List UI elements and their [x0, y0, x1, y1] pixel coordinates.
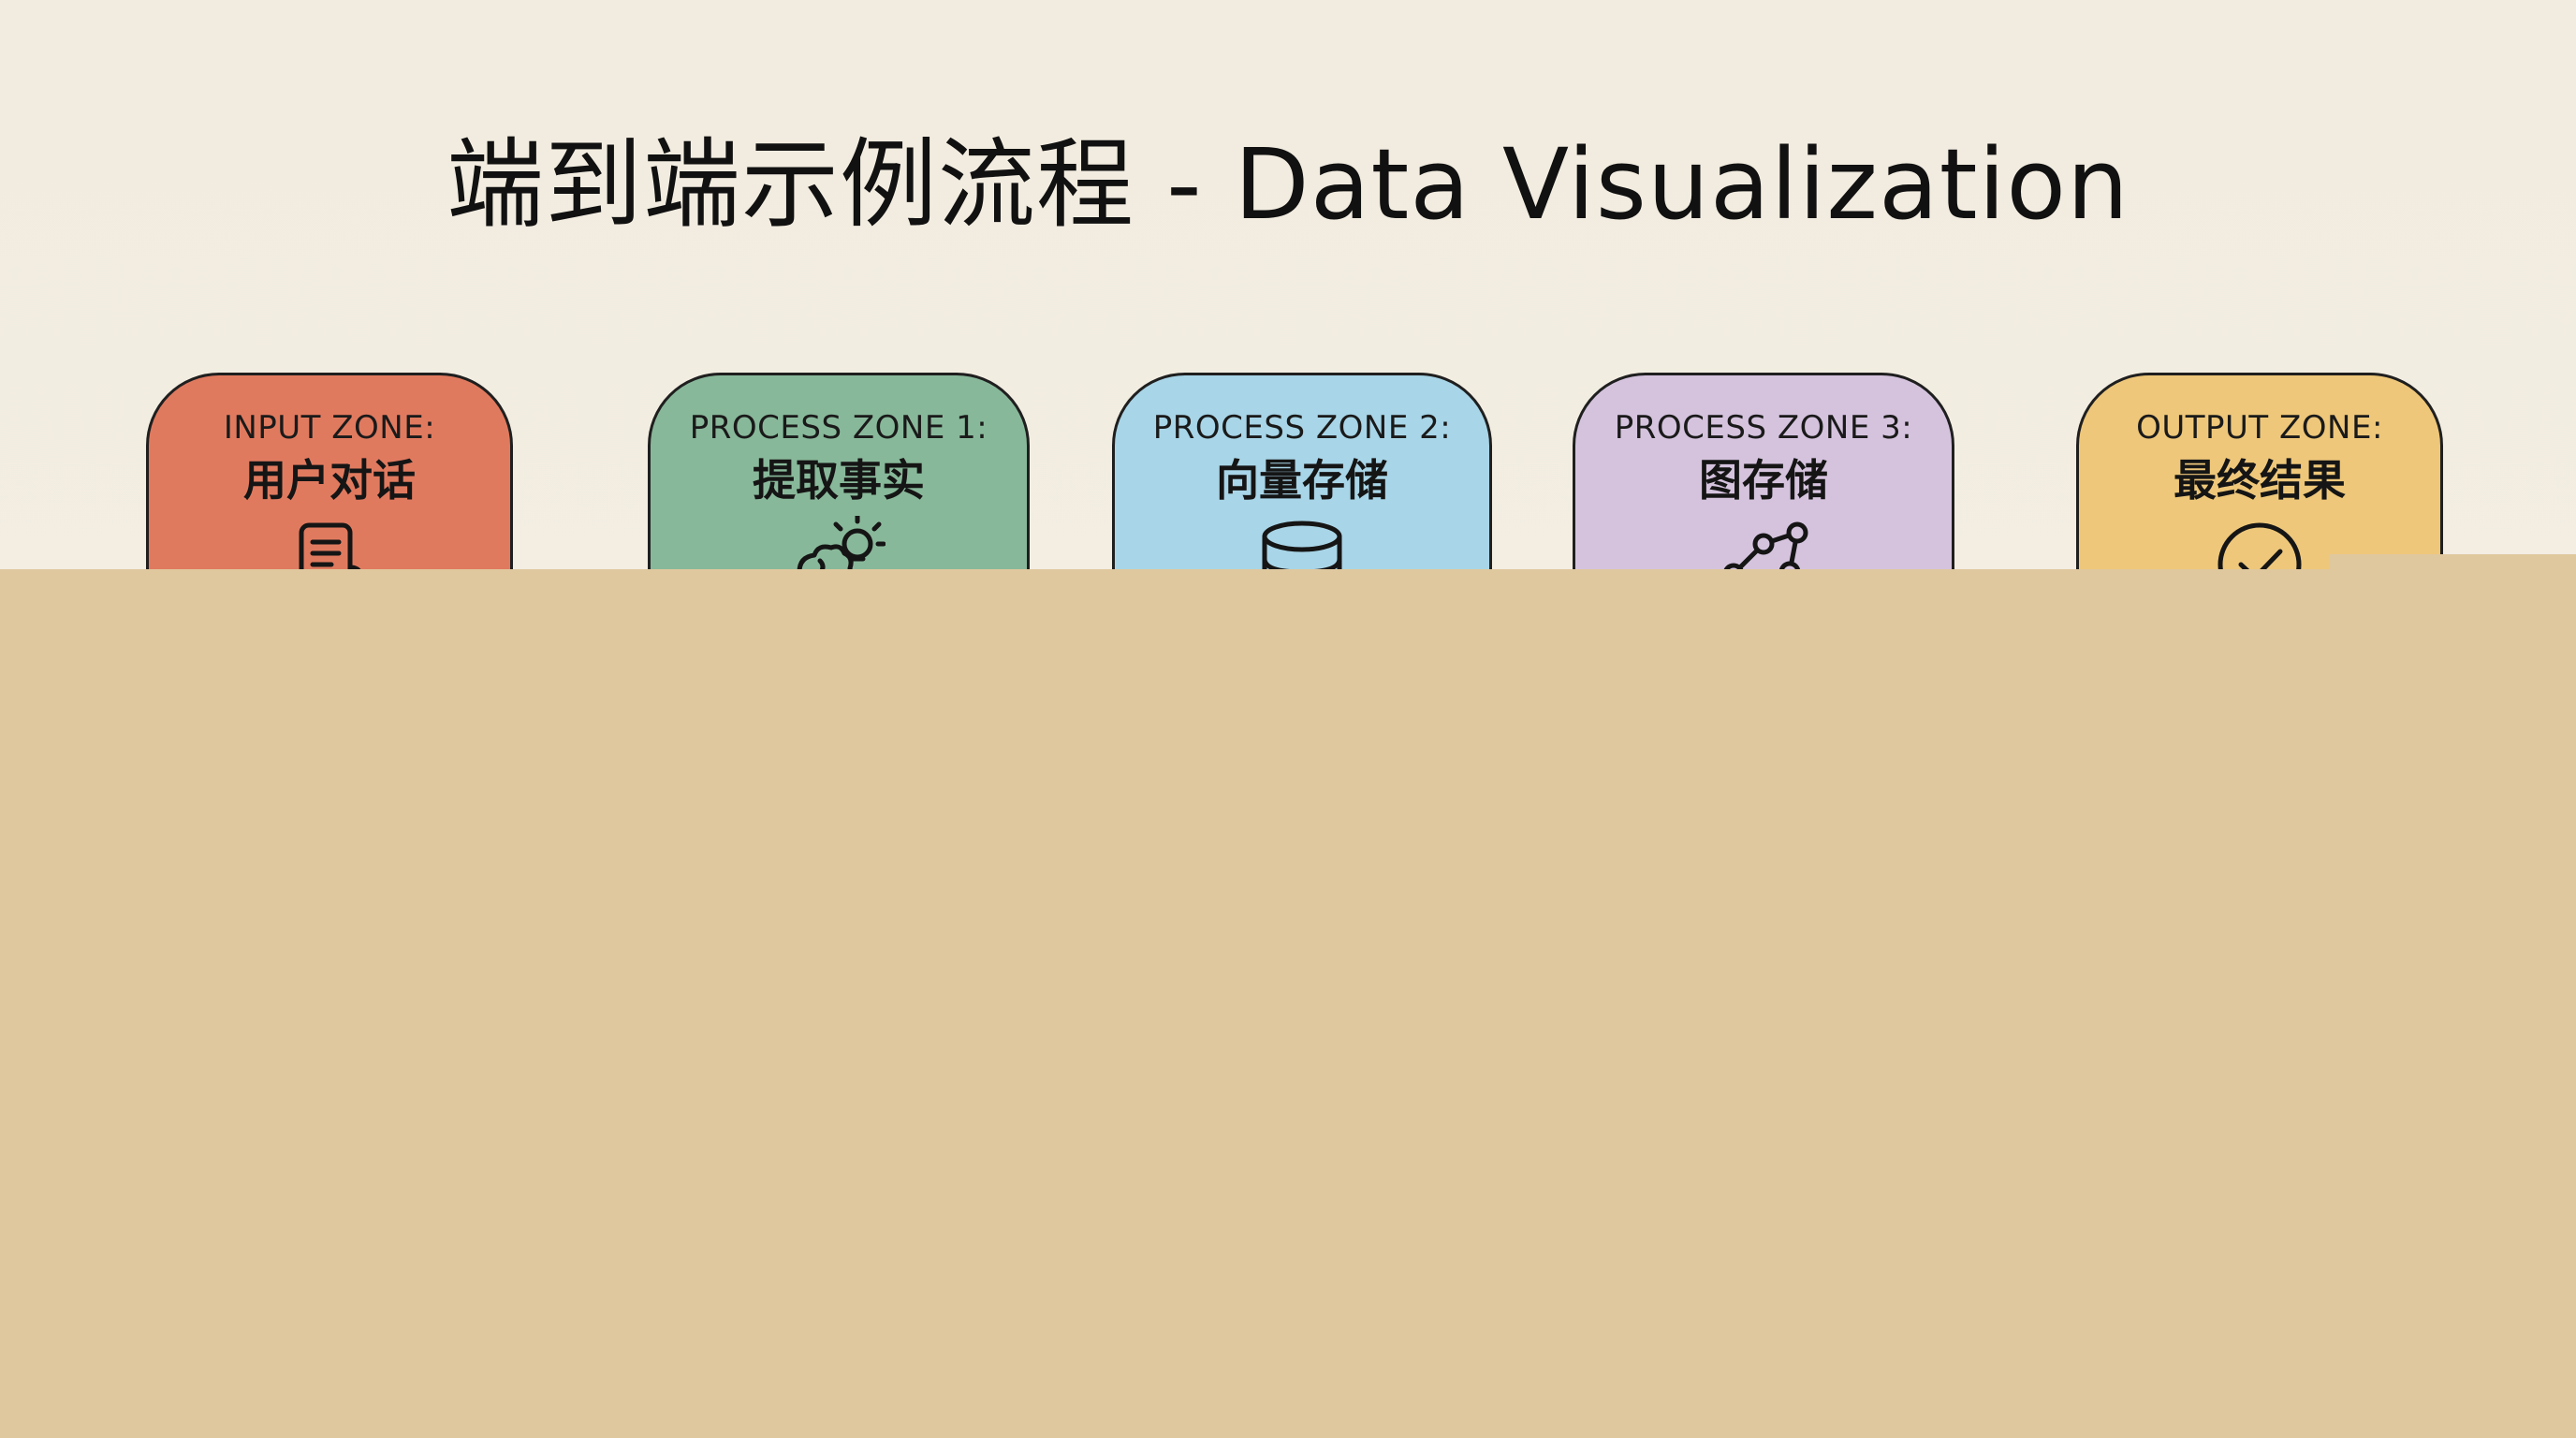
process-zone-1-label: PROCESS ZONE 1: [689, 409, 988, 447]
output-zone-title: 最终结果 [2174, 455, 2346, 506]
input-zone-title: 用户对话 [243, 455, 416, 506]
process-zone-2-title: 向量存储 [1216, 455, 1388, 506]
process-zone-3-title: 图存储 [1699, 455, 1828, 506]
overlay-panel [0, 569, 2576, 1438]
input-zone-label: INPUT ZONE: [223, 409, 436, 447]
output-zone-label: OUTPUT ZONE: [2136, 409, 2383, 447]
process-zone-1-title: 提取事实 [753, 455, 925, 506]
process-zone-3-label: PROCESS ZONE 3: [1614, 409, 1913, 447]
process-zone-2-label: PROCESS ZONE 2: [1152, 409, 1452, 447]
page-title: 端到端示例流程 - Data Visualization [446, 127, 2130, 242]
